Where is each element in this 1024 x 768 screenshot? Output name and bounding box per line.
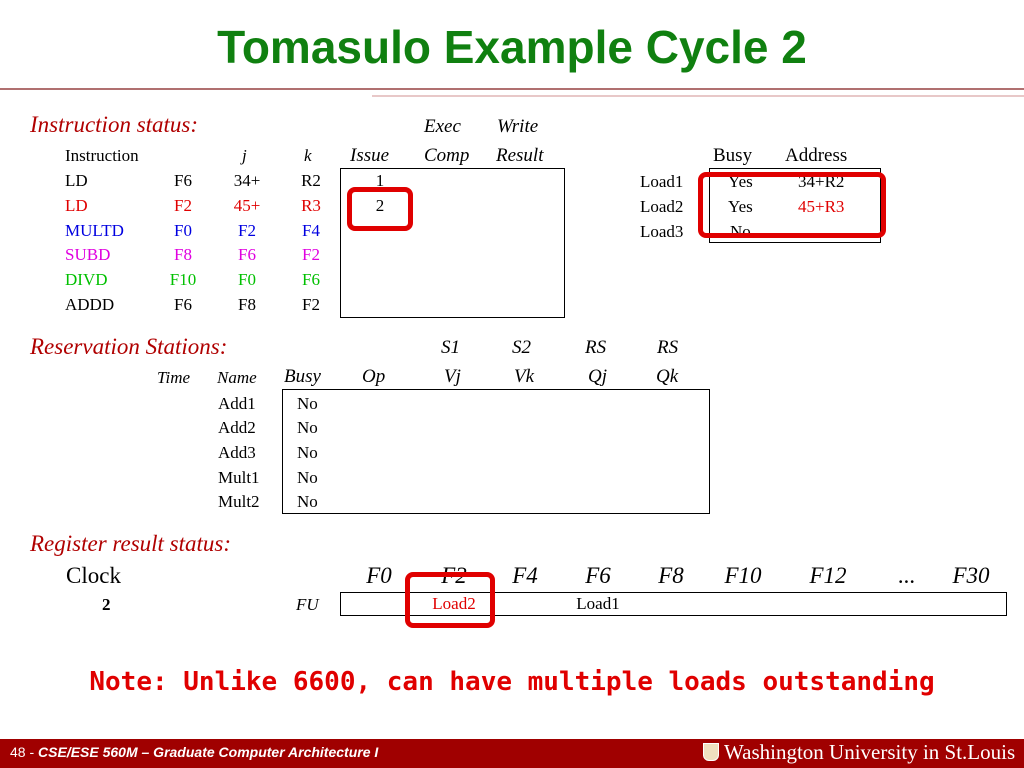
register-header: F4: [512, 563, 538, 588]
issue-highlight: [347, 187, 413, 231]
instr-op: DIVD: [65, 270, 108, 289]
rs-busy: No: [297, 468, 318, 487]
register-header: F0: [366, 563, 392, 588]
header-comp: Comp: [424, 145, 470, 166]
instr-dest: F0: [174, 221, 192, 240]
footer-bar: [0, 739, 1024, 768]
page-number: 48 -: [10, 744, 35, 760]
instr-k: F2: [302, 245, 320, 264]
shield-icon: [703, 743, 719, 761]
rs-name: Add1: [218, 394, 256, 413]
load-buffer-box: [709, 168, 881, 243]
university-name: Washington University in St.Louis: [724, 740, 1016, 764]
rs-name: Add3: [218, 443, 256, 462]
fu-label: FU: [296, 595, 319, 614]
slide-title: Tomasulo Example Cycle 2: [217, 21, 807, 73]
register-fu-value: Load1: [576, 594, 620, 613]
instr-j: F2: [238, 221, 256, 240]
header-s1: S1: [441, 337, 460, 358]
register-header: F10: [724, 563, 762, 588]
instr-k: R3: [301, 196, 321, 215]
instr-op: LD: [65, 196, 88, 215]
instr-issue: 1: [375, 171, 385, 190]
university-logo: Washington University in St.Louis: [703, 740, 1015, 765]
header-address: Address: [785, 145, 848, 166]
instr-k: F4: [302, 221, 320, 240]
load-name: Load1: [640, 172, 684, 191]
header-busy: Busy: [713, 145, 753, 166]
instruction-status-label: Instruction status:: [30, 112, 199, 137]
register-header: F8: [658, 563, 684, 588]
header-s2: S2: [512, 337, 531, 358]
header-rs-1: RS: [585, 337, 607, 358]
load-name: Load2: [640, 197, 684, 216]
header-rs-busy: Busy: [284, 366, 321, 387]
register-fu-box: [340, 592, 1007, 616]
header-name: Name: [217, 368, 257, 387]
instr-k: R2: [301, 171, 321, 190]
register-header: F30: [952, 563, 990, 588]
note-text: Note: Unlike 6600, can have multiple loa…: [89, 667, 935, 697]
header-time: Time: [157, 368, 191, 387]
instr-op: MULTD: [65, 221, 124, 240]
instr-j: F8: [238, 295, 256, 314]
instr-dest: F2: [174, 196, 192, 215]
header-write: Write: [497, 116, 539, 137]
header-result: Result: [496, 145, 544, 166]
instr-dest: F10: [169, 270, 197, 289]
header-vj: Vj: [444, 366, 461, 387]
header-op: Op: [362, 366, 386, 387]
header-instruction: Instruction: [65, 146, 139, 165]
reservation-stations-label: Reservation Stations:: [30, 334, 228, 359]
header-rs-2: RS: [657, 337, 679, 358]
register-header: ...: [898, 563, 916, 588]
rs-name: Mult2: [218, 492, 260, 511]
register-f2-highlight: [405, 572, 495, 628]
instr-j: F0: [238, 270, 256, 289]
instr-op: SUBD: [65, 245, 111, 264]
load-address: 45+R3: [798, 197, 845, 216]
instr-j: 45+: [233, 196, 261, 215]
register-header: F6: [585, 563, 611, 588]
reservation-station-box: [282, 389, 710, 514]
rs-busy: No: [297, 418, 318, 437]
rs-name: Add2: [218, 418, 256, 437]
load-name: Load3: [640, 222, 684, 241]
instr-j: F6: [238, 245, 256, 264]
title-divider: [0, 88, 1024, 90]
load-busy: Yes: [728, 197, 753, 216]
instr-op: ADDD: [65, 295, 115, 314]
instr-dest: F8: [174, 245, 192, 264]
clock-label: Clock: [66, 563, 121, 588]
rs-busy: No: [297, 394, 318, 413]
instr-k: F6: [302, 270, 320, 289]
rs-busy: No: [297, 492, 318, 511]
header-vk: Vk: [514, 366, 535, 387]
title-divider-light: [372, 95, 1024, 97]
rs-name: Mult1: [218, 468, 260, 487]
instr-k: F2: [302, 295, 320, 314]
header-j: j: [242, 146, 247, 165]
register-fu-value: Load2: [432, 594, 476, 613]
rs-busy: No: [297, 443, 318, 462]
header-k: k: [304, 146, 312, 165]
footer-text: 48 - CSE/ESE 560M – Graduate Computer Ar…: [10, 744, 378, 760]
instr-dest: F6: [174, 295, 192, 314]
header-qk: Qk: [656, 366, 679, 387]
instr-dest: F6: [174, 171, 192, 190]
instr-j: 34+: [233, 171, 261, 190]
header-issue: Issue: [350, 145, 390, 166]
instruction-status-box: [340, 168, 565, 318]
load-buffer-highlight: [698, 172, 886, 238]
course-title: CSE/ESE 560M – Graduate Computer Archite…: [38, 744, 379, 760]
header-qj: Qj: [588, 366, 607, 387]
instr-op: LD: [65, 171, 88, 190]
header-exec: Exec: [424, 116, 461, 137]
register-status-label: Register result status:: [30, 531, 232, 556]
register-header: F12: [809, 563, 847, 588]
instr-issue: 2: [375, 196, 385, 215]
clock-value: 2: [102, 595, 111, 614]
